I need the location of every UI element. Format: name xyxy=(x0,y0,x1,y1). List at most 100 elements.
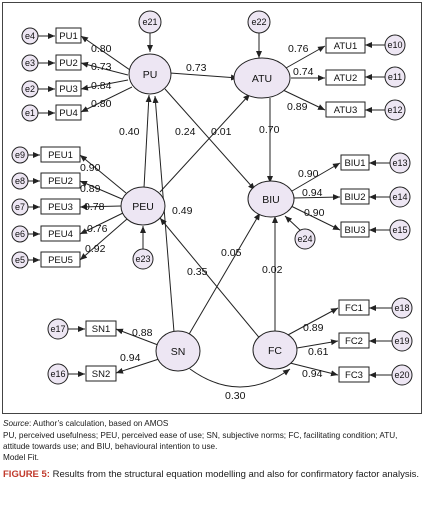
loading-peu3: 0.78 xyxy=(84,201,105,213)
indicator-pu3 xyxy=(55,80,82,97)
error-e21 xyxy=(138,10,162,34)
svg-text:BIU3: BIU3 xyxy=(344,225,365,236)
svg-text:e19: e19 xyxy=(394,336,409,346)
svg-text:e21: e21 xyxy=(142,17,157,27)
svg-text:e10: e10 xyxy=(387,40,402,50)
model-fit-note: Model Fit. xyxy=(3,453,39,462)
error-e15 xyxy=(389,219,411,241)
peu-measurement: PEU e23 PEU1 PEU2 PEU3 PEU4 PEU5 e9 e8 e… xyxy=(11,146,166,270)
loading-biu3: 0.90 xyxy=(304,207,325,219)
loading-peu1: 0.90 xyxy=(80,162,101,174)
indicator-peu1 xyxy=(40,146,81,163)
svg-text:e24: e24 xyxy=(297,234,312,244)
svg-text:e4: e4 xyxy=(25,31,35,41)
svg-text:FC1: FC1 xyxy=(345,303,363,314)
svg-text:e13: e13 xyxy=(392,158,407,168)
source-note: Source: Author’s calculation, based on A… xyxy=(3,419,169,428)
indicator-pu4 xyxy=(55,104,82,121)
error-e23 xyxy=(132,248,154,270)
indicator-peu3 xyxy=(40,198,81,215)
svg-text:e20: e20 xyxy=(394,370,409,380)
loading-sn2: 0.94 xyxy=(120,352,141,364)
coef-atu-biu: 0.70 xyxy=(259,124,280,136)
error-e24 xyxy=(294,228,316,250)
indicator-fc2 xyxy=(338,332,370,349)
path-sn-biu xyxy=(187,212,261,337)
svg-text:e14: e14 xyxy=(392,192,407,202)
biu-measurement: BIU e24 BIU1 BIU2 BIU3 e13 e14 e15 0.90 … xyxy=(247,152,411,250)
loading-atu2: 0.74 xyxy=(293,66,314,78)
error-e2 xyxy=(21,80,39,98)
sn-measurement: SN SN1 SN2 e17 e16 0.88 0.94 xyxy=(47,318,201,385)
svg-text:ATU2: ATU2 xyxy=(334,73,358,84)
indicator-biu1 xyxy=(340,154,370,171)
error-e11 xyxy=(384,66,406,88)
latent-biu xyxy=(247,180,295,218)
error-e19 xyxy=(391,330,413,352)
latent-atu-label: ATU xyxy=(252,73,272,85)
svg-text:ATU3: ATU3 xyxy=(334,105,358,116)
svg-text:PEU1: PEU1 xyxy=(48,150,73,161)
indicator-pu2 xyxy=(55,54,82,71)
indicator-sn2 xyxy=(85,365,117,382)
diagram-frame xyxy=(2,2,422,414)
path-sn-fc-covariance xyxy=(182,362,291,388)
latent-fc xyxy=(252,330,298,370)
svg-text:e7: e7 xyxy=(15,202,25,212)
path-fc-peu xyxy=(159,217,263,342)
path-pu-biu xyxy=(164,88,256,191)
coef-sn-fc: 0.30 xyxy=(225,390,246,402)
svg-text:PEU3: PEU3 xyxy=(48,202,73,213)
svg-text:e1: e1 xyxy=(25,108,35,118)
indicator-atu2 xyxy=(325,69,366,86)
loading-biu1: 0.90 xyxy=(298,168,319,180)
loading-pu2: 0.73 xyxy=(91,61,112,73)
coef-peu-atu: 0.24 xyxy=(175,126,196,138)
latent-peu xyxy=(120,186,166,226)
latent-peu-label: PEU xyxy=(132,201,154,213)
svg-text:PU1: PU1 xyxy=(59,31,77,42)
indicator-pu1 xyxy=(55,27,82,44)
indicator-sn1 xyxy=(85,320,117,337)
error-e16 xyxy=(47,363,69,385)
error-e18 xyxy=(391,297,413,319)
coef-pu-biu: 0.01 xyxy=(211,126,232,138)
svg-text:e15: e15 xyxy=(392,225,407,235)
coef-sn-pu: 0.49 xyxy=(172,205,193,217)
error-e6 xyxy=(11,225,29,243)
loading-atu1: 0.76 xyxy=(288,43,309,55)
latent-atu xyxy=(233,57,291,99)
indicator-biu2 xyxy=(340,188,370,205)
svg-text:PU2: PU2 xyxy=(59,58,77,69)
svg-text:e23: e23 xyxy=(135,254,150,264)
error-e13 xyxy=(389,152,411,174)
error-e4 xyxy=(21,27,39,45)
svg-text:PEU2: PEU2 xyxy=(48,176,73,187)
svg-text:e3: e3 xyxy=(25,58,35,68)
indicator-peu2 xyxy=(40,172,81,189)
coef-pu-atu: 0.73 xyxy=(186,62,207,74)
svg-text:PU4: PU4 xyxy=(59,108,77,119)
latent-sn-label: SN xyxy=(171,346,186,358)
structural-paths xyxy=(143,72,291,388)
latent-sn xyxy=(155,330,201,372)
svg-text:SN1: SN1 xyxy=(92,324,110,335)
svg-text:e16: e16 xyxy=(50,369,65,379)
path-peu-atu xyxy=(159,93,251,193)
atu-measurement: e22 ATU ATU1 ATU2 ATU3 e10 e11 e12 0.76 … xyxy=(233,10,406,121)
svg-text:e6: e6 xyxy=(15,229,25,239)
error-e1 xyxy=(21,104,39,122)
path-pu-atu xyxy=(169,72,239,81)
svg-text:FC3: FC3 xyxy=(345,370,363,381)
coef-sn-biu: 0.05 xyxy=(221,247,242,259)
indicator-biu3 xyxy=(340,221,370,238)
figure-caption: Source: Author’s calculation, based on A… xyxy=(3,418,421,481)
svg-text:BIU2: BIU2 xyxy=(344,192,365,203)
latent-biu-label: BIU xyxy=(262,194,280,206)
loading-atu3: 0.89 xyxy=(287,101,308,113)
latent-fc-label: FC xyxy=(268,345,282,357)
svg-text:FC2: FC2 xyxy=(345,336,363,347)
loading-fc2: 0.61 xyxy=(308,346,329,358)
error-e8 xyxy=(11,172,29,190)
svg-text:PU3: PU3 xyxy=(59,84,77,95)
